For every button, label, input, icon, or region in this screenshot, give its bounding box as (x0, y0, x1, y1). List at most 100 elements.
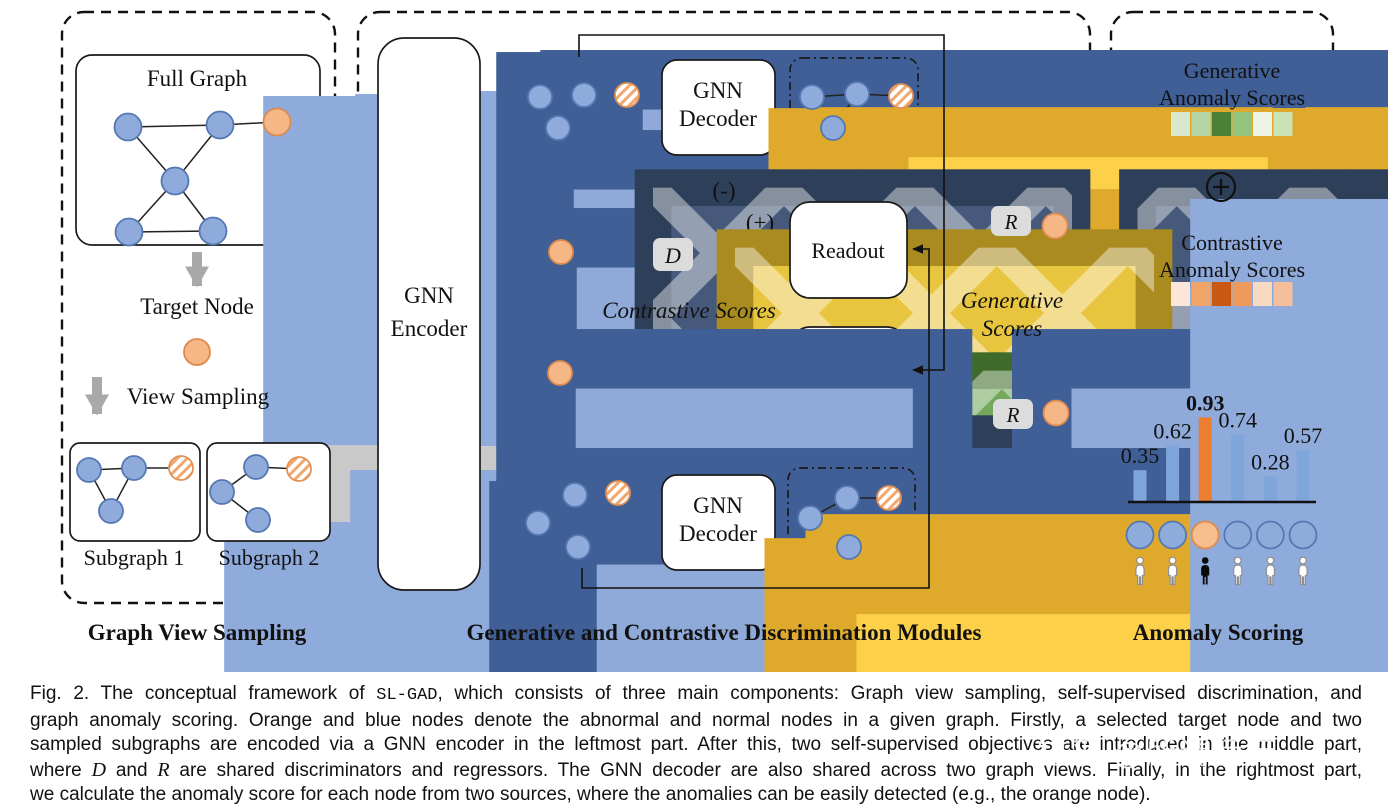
person-icon (1265, 556, 1276, 586)
anomaly-score-bar-highlight (1198, 417, 1212, 502)
discriminator-top-symbol: D (664, 243, 681, 268)
middle-panel-title: Generative and Contrastive Discriminatio… (467, 620, 982, 645)
normal-node (209, 479, 235, 505)
normal-node (98, 498, 124, 524)
normal-node (245, 507, 271, 533)
caption-line: Fig. 2. The conceptual framework of SL-G… (30, 683, 1362, 705)
full-graph (113, 91, 1388, 672)
right-panel-title: Anomaly Scoring (1133, 620, 1304, 645)
generative-score-cell (1232, 112, 1252, 136)
caption-line: we calculate the anomaly score for each … (30, 784, 1151, 806)
regressor-top-box (991, 206, 1031, 236)
normal-node (525, 510, 551, 536)
encoder-label-line2: Encoder (391, 316, 468, 341)
decoder-top-line2: Decoder (679, 106, 757, 131)
anomaly-score-bar (1231, 434, 1245, 502)
reconstructed-view2-graph (788, 485, 1388, 672)
anomalous-node (262, 107, 292, 137)
target-node-circle (1041, 212, 1069, 240)
subgraph1-label: Subgraph 1 (84, 545, 185, 570)
anomaly-score-value: 0.62 (1153, 419, 1192, 444)
anomalous-node (1190, 520, 1220, 550)
normal-node (820, 115, 846, 141)
regressor-bottom-box (993, 399, 1033, 429)
anomaly-score-bar (1296, 450, 1310, 502)
normal-node (1125, 520, 1155, 550)
target-node (183, 321, 1388, 672)
subgraph1 (76, 445, 1388, 672)
normal-node (562, 482, 588, 508)
decoder-bottom-line2: Decoder (679, 521, 757, 546)
normal-node (1256, 520, 1285, 550)
normal-node (205, 110, 235, 140)
masked-target-node (888, 83, 914, 109)
contrastive-anomaly-line2: Anomaly Scores (1159, 257, 1305, 282)
anomaly-score-value: 0.93 (1186, 390, 1225, 415)
contrastive-anomaly-line1: Contrastive (1181, 230, 1282, 255)
normal-node (160, 166, 190, 196)
discriminator-top-box (653, 238, 693, 271)
caption-line: sampled subgraphs are encoded via a GNN … (30, 734, 1362, 756)
generative-score-cell (1191, 112, 1211, 136)
generative-anomaly-line1: Generative (1184, 58, 1281, 83)
generative-score-cell (1253, 112, 1272, 136)
normal-node (113, 112, 143, 142)
embedded-view2-graph (518, 358, 1388, 672)
contrastive-score-cell (1191, 282, 1211, 306)
anomaly-score-bar (1263, 476, 1277, 502)
anomaly-score-value: 0.57 (1284, 423, 1323, 448)
normal-node (1158, 520, 1187, 550)
contrastive-score-cell (1171, 282, 1190, 306)
normal-node (527, 84, 553, 110)
gnn-encoder-box (377, 37, 481, 591)
anomaly-score-bar (1166, 445, 1180, 502)
decoder-top-line1: GNN (693, 78, 743, 103)
masked-target-node (614, 82, 640, 108)
target-node-circle (547, 360, 573, 386)
view-sampling-label: View Sampling (127, 384, 270, 409)
gnn-decoder-top-box (661, 59, 776, 156)
normal-node (198, 216, 228, 246)
contrastive-score-cell (1253, 282, 1272, 306)
normal-node (545, 115, 571, 141)
positive-label-top: (+) (746, 210, 774, 235)
normal-node (76, 457, 102, 483)
normal-node (121, 455, 147, 481)
left-panel-title: Graph View Sampling (88, 620, 307, 645)
contrastive-score-strip (1171, 282, 1293, 306)
person-icon (1298, 556, 1308, 586)
masked-target-node (605, 480, 631, 506)
plus-circle-icon (1205, 171, 1237, 203)
contrastive-scores-label: Contrastive Scores (602, 298, 776, 323)
normal-node (243, 454, 269, 480)
generative-scores-line1: Generative (961, 288, 1063, 313)
target-node-circle (183, 338, 211, 366)
normal-node (1288, 520, 1318, 550)
negative-label-top: (-) (713, 178, 736, 203)
framework-diagram: Full Graph Target Node View Sampling (60, 10, 1388, 672)
regressor-top-symbol: R (1004, 210, 1018, 234)
normal-node (114, 217, 144, 247)
readout-top-label: Readout (811, 238, 884, 263)
target-node-circle (1042, 399, 1070, 427)
generative-scores-line2: Scores (982, 316, 1043, 341)
target-node-label: Target Node (140, 294, 254, 319)
embedded-view1-graph (525, 79, 1388, 672)
regressor-bottom-symbol: R (1006, 403, 1020, 427)
generative-anomaly-line2: Anomaly Scores (1159, 85, 1305, 110)
person-icon (1135, 556, 1145, 586)
generative-score-cell (1212, 112, 1231, 136)
normal-node (834, 485, 860, 511)
generative-score-cell (1171, 112, 1190, 136)
decoder-bottom-line1: GNN (693, 493, 743, 518)
normal-node (799, 84, 825, 110)
normal-node (565, 534, 591, 560)
figure-caption: Fig. 2. The conceptual framework of SL-G… (30, 682, 1362, 808)
caption-line: graph anomaly scoring. Orange and blue n… (30, 709, 1362, 731)
anomaly-score-value: 0.28 (1251, 450, 1290, 475)
reconstructed-view1-box (789, 57, 919, 159)
reconstructed-view1-graph (792, 81, 1388, 672)
full-graph-label: Full Graph (147, 66, 248, 91)
anomaly-score-value: 0.74 (1219, 408, 1258, 433)
